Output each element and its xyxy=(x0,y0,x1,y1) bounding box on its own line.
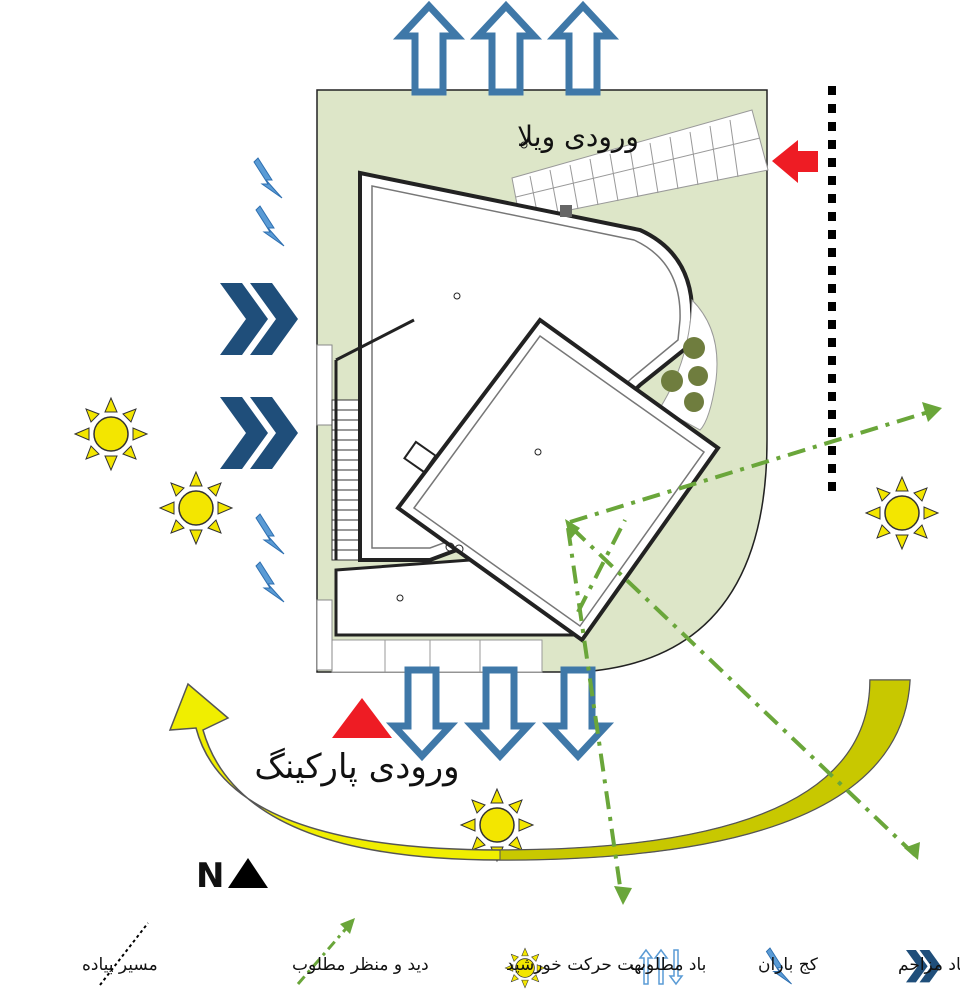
view-arrowheads xyxy=(565,402,942,905)
desired-wind-arrows-top xyxy=(401,6,611,92)
view-lines xyxy=(566,408,936,901)
view-arrow-icon xyxy=(296,918,355,985)
legend-label-desired-wind: باد مطلوب xyxy=(630,955,706,975)
sun-path-arc xyxy=(168,679,911,861)
north-triangle-icon xyxy=(228,858,268,888)
building-plan xyxy=(334,141,721,643)
legend-label-view: دید و منظر مطلوب xyxy=(292,955,429,975)
parking-entrance-marker[interactable] xyxy=(332,698,392,738)
rain-bolts xyxy=(253,157,285,603)
legend-label-nuisance-wind: باد مزاحم xyxy=(898,955,960,975)
pedestrian-path-icon xyxy=(99,922,149,986)
legend-label-pedestrian: مسیر پیاده xyxy=(82,955,158,975)
legend-label-sun: جهت حرکت خورشید xyxy=(506,955,652,975)
parking-entrance-label: ورودی پارکینگ xyxy=(254,747,459,787)
legend: مسیر پیاده دید و منظر مطلوب جهت حرکت خور… xyxy=(82,918,960,989)
north-label: N xyxy=(196,856,224,896)
villa-entrance-arrow[interactable] xyxy=(772,140,818,183)
nuisance-wind-chevrons xyxy=(220,283,298,469)
desired-wind-icon xyxy=(638,948,684,986)
legend-label-rain: کج باران xyxy=(758,955,819,975)
villa-entrance-label: ورودی ویلا xyxy=(517,120,639,153)
north-arrow: N xyxy=(196,856,268,896)
desired-wind-arrows-bottom xyxy=(394,670,606,756)
